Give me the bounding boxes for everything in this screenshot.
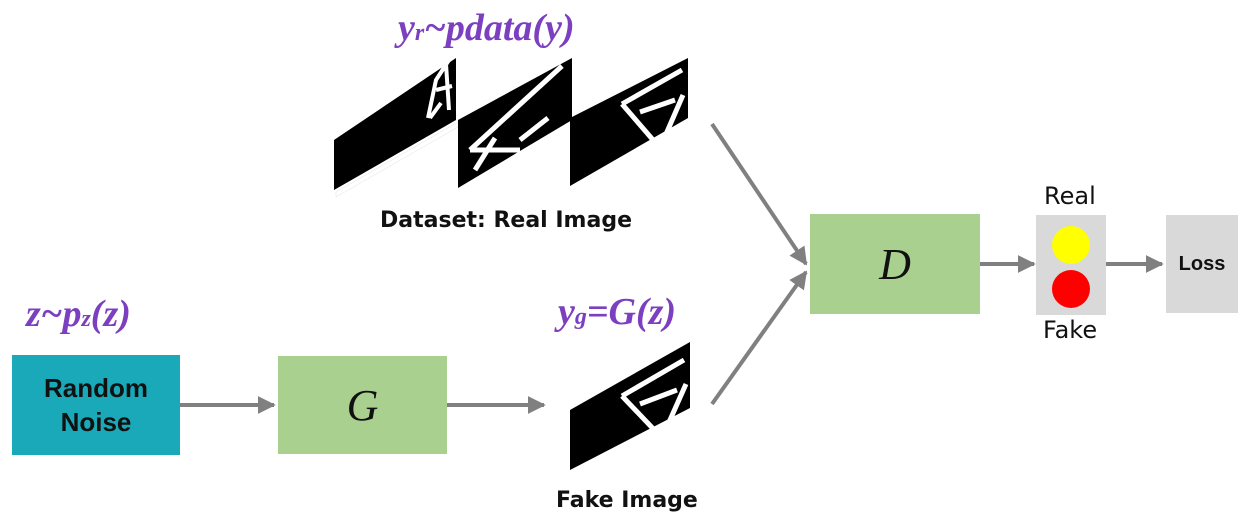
generator-box: G [278, 356, 447, 454]
loss-label: Loss [1178, 252, 1226, 275]
real-image-1 [334, 58, 459, 198]
fake-formula-sub: g [574, 304, 587, 330]
discriminator-label: D [879, 239, 911, 289]
real-formula-rest: ~pdata(y) [424, 7, 575, 49]
output-box [1036, 215, 1106, 315]
fake-formula-rest: =G(z) [586, 291, 677, 333]
fake-image-caption: Fake Image [556, 488, 698, 513]
noise-label-line1: Random [44, 373, 148, 403]
arrow-fake-to-d [710, 270, 808, 406]
noise-formula-sub: z [81, 306, 91, 332]
fake-formula-base: y [558, 291, 575, 333]
discriminator-box: D [810, 214, 980, 314]
noise-formula-rest: (z) [90, 293, 131, 335]
fake-indicator-dot [1052, 270, 1090, 308]
fake-image [570, 342, 692, 477]
noise-label-line2: Noise [60, 407, 132, 437]
arrow-real-to-d [710, 122, 808, 266]
real-image-3 [570, 58, 690, 193]
generator-label: G [346, 380, 379, 430]
real-output-label: Real [1044, 182, 1096, 210]
real-formula-sub: r [414, 20, 425, 46]
real-distribution-formula: yr~pdata(y) [398, 6, 575, 50]
loss-box: Loss [1166, 215, 1238, 313]
noise-distribution-formula: z~pz(z) [26, 292, 131, 336]
noise-formula-base: z~p [26, 293, 82, 335]
dataset-caption: Dataset: Real Image [380, 208, 632, 233]
fake-output-formula: yg=G(z) [558, 290, 676, 334]
real-indicator-dot [1052, 226, 1090, 264]
random-noise-box: Random Noise [12, 355, 180, 455]
fake-output-label: Fake [1043, 316, 1098, 344]
real-image-2 [458, 58, 574, 195]
real-formula-base: y [398, 7, 415, 49]
